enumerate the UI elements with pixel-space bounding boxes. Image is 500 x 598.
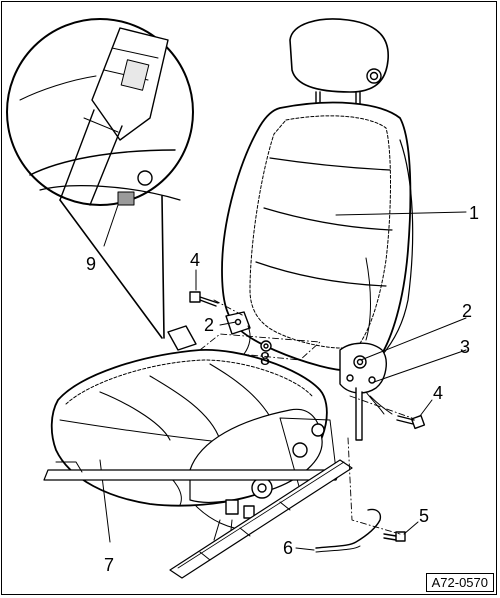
callout-7: 7	[104, 555, 115, 575]
wire-and-bolt	[295, 437, 419, 553]
recliner-hinge	[219, 311, 467, 441]
backrest	[221, 101, 467, 372]
figure-reference-code: A72-0570	[425, 573, 494, 592]
callout-2-right: 2	[462, 301, 473, 321]
callout-8: 8	[260, 349, 271, 369]
washer	[199, 333, 321, 361]
callout-9: 9	[86, 254, 97, 274]
seat-frame	[43, 408, 353, 579]
callout-4-right: 4	[433, 383, 444, 403]
callout-4-top: 4	[190, 250, 201, 270]
headrest	[289, 18, 389, 117]
callout-1: 1	[469, 203, 480, 223]
callout-3: 3	[460, 337, 471, 357]
callout-2-left: 2	[204, 315, 215, 335]
callout-6: 6	[283, 538, 294, 558]
callout-5: 5	[419, 506, 430, 526]
detail-magnifier	[6, 18, 194, 339]
bolts	[189, 269, 433, 430]
